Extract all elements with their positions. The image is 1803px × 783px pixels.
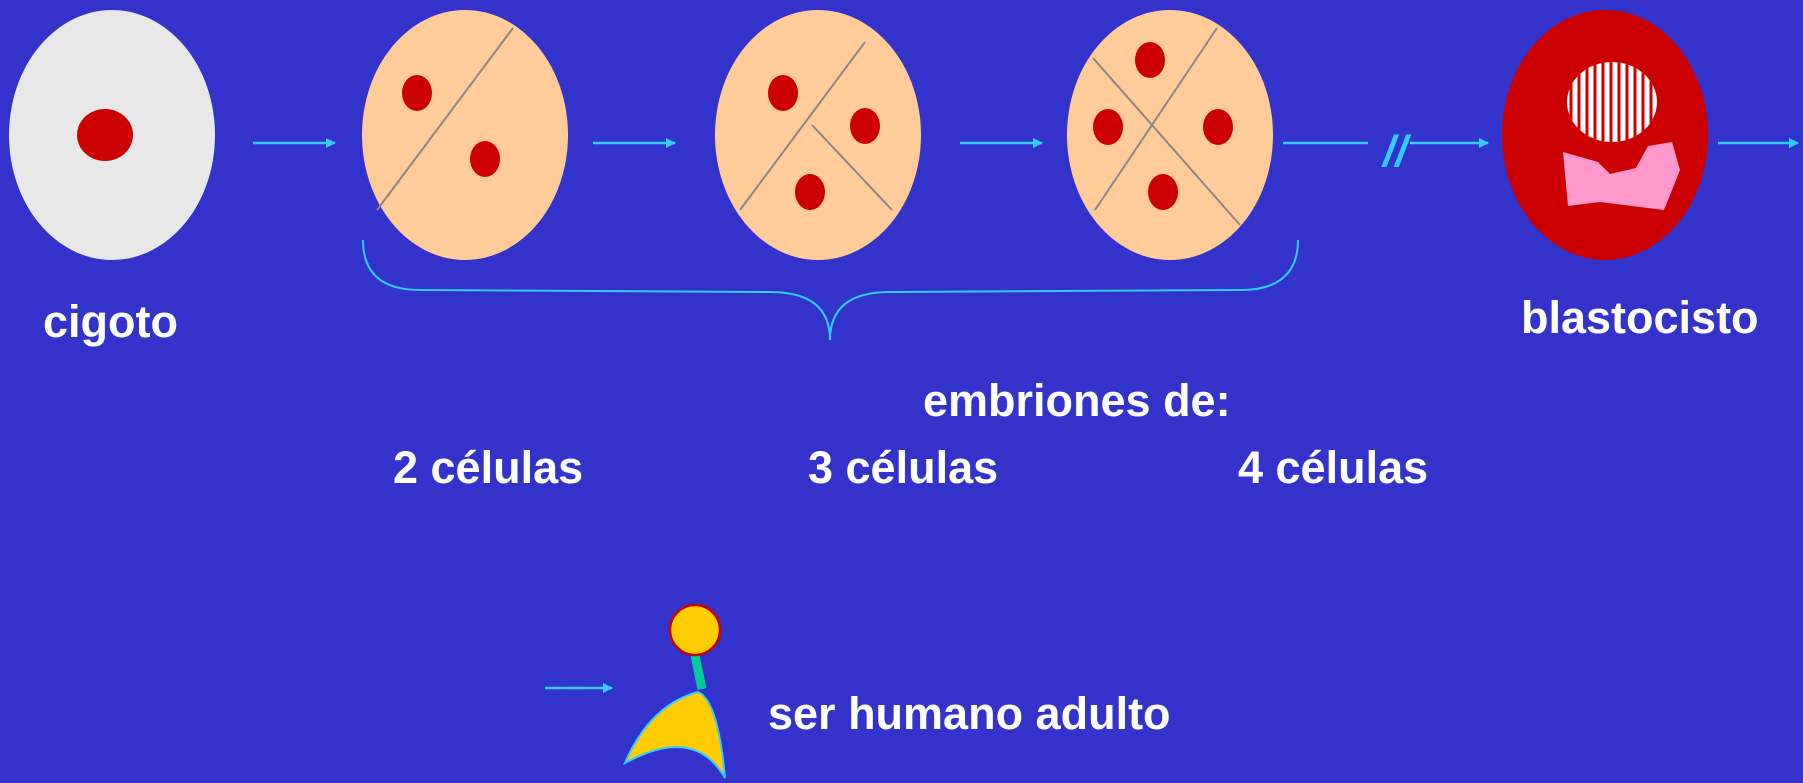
adult-body [622, 690, 726, 779]
adult-human-figure [622, 603, 726, 779]
label-embryos-heading: embriones de: [923, 375, 1231, 426]
two-cell-embryo [362, 10, 568, 260]
nucleus [1148, 174, 1178, 210]
division-line [811, 124, 893, 211]
label-four-cells: 4 células [1238, 442, 1429, 493]
division-line [1094, 27, 1218, 211]
label-two-cells: 2 células [393, 442, 584, 493]
label-adult: ser humano adulto [768, 688, 1171, 739]
label-three-cells: 3 células [808, 442, 999, 493]
time-break-mark: // [1381, 127, 1412, 176]
division-line [1092, 57, 1241, 226]
zygote-nucleus [77, 109, 133, 161]
blastocyst [1502, 10, 1708, 260]
adult-neck [690, 654, 707, 690]
three-cell-embryo [715, 10, 921, 260]
division-line [739, 41, 866, 211]
nucleus [850, 108, 880, 144]
division-line [376, 27, 514, 211]
nucleus [1093, 109, 1123, 145]
nucleus [1203, 109, 1233, 145]
nucleus [1135, 42, 1165, 78]
nucleus [402, 75, 432, 111]
zygote-cell [9, 10, 215, 260]
label-blastocyst: blastocisto [1521, 292, 1759, 343]
nucleus [795, 174, 825, 210]
embryo-group-brace [362, 239, 1299, 341]
four-cell-embryo [1067, 10, 1273, 260]
nucleus [768, 75, 798, 111]
label-zygote: cigoto [43, 296, 178, 347]
adult-head [668, 603, 722, 657]
inner-cell-mass [1563, 142, 1680, 210]
nucleus [470, 141, 500, 177]
arrow-to-blastocyst: // [1283, 127, 1489, 176]
